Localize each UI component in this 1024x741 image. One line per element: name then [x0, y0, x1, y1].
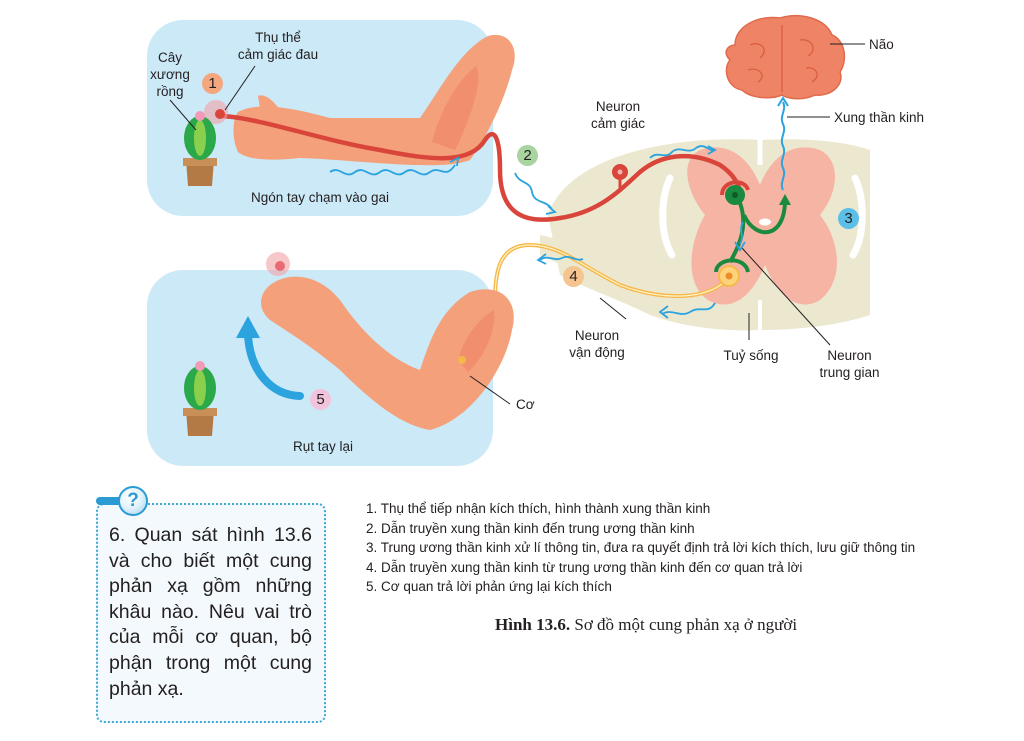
figure-caption: Hình 13.6. Sơ đồ một cung phản xạ ở ngườ… — [495, 615, 797, 635]
interneuron — [714, 185, 791, 273]
label-sensory-neuron-line2: cảm giác — [590, 116, 646, 131]
question-mark-icon: ? — [118, 486, 148, 516]
label-touch-caption: Ngón tay chạm vào gai — [250, 190, 390, 205]
figure-caption-number: Hình 13.6. — [495, 615, 571, 634]
cactus-top — [183, 111, 217, 186]
label-motor-neuron-line1: Neuron — [574, 328, 620, 343]
label-sensory-neuron: Neuron cảm giác — [583, 98, 653, 132]
reflex-arc-diagram — [147, 15, 870, 466]
label-cactus-line1: Cây — [157, 50, 182, 65]
label-brain: Não — [869, 37, 894, 52]
step-item: 4. Dẫn truyền xung thần kinh từ trung ươ… — [366, 559, 803, 575]
question-icon-handle — [96, 497, 122, 505]
figure-caption-text: Sơ đồ một cung phản xạ ở người — [570, 615, 798, 634]
question-box — [96, 503, 326, 723]
cactus-pointer — [169, 99, 197, 131]
label-spinal-cord: Tuỷ sống — [723, 348, 779, 363]
brain — [725, 15, 846, 100]
step-badge-1: 1 — [202, 73, 223, 94]
label-muscle: Cơ — [516, 397, 535, 412]
impulse-to-brain — [780, 101, 786, 191]
label-nerve-impulse: Xung thần kinh — [834, 110, 925, 125]
label-interneuron: Neuron trung gian — [812, 347, 887, 381]
question-text: 6. Quan sát hình 13.6 và cho biết một cu… — [109, 524, 312, 700]
steps-list: 1. Thụ thể tiếp nhận kích thích, hình th… — [366, 499, 915, 597]
spinal-cord — [540, 139, 870, 331]
label-pain-receptor-line1: Thụ thể — [255, 30, 301, 45]
label-pain-receptor-line2: cảm giác đau — [237, 47, 319, 62]
label-interneuron-line1: Neuron — [827, 348, 872, 363]
step-item: 1. Thụ thể tiếp nhận kích thích, hình th… — [366, 501, 711, 516]
arm-withdrawing — [261, 276, 514, 430]
impulse-waves — [329, 145, 746, 319]
label-cactus-line3: rồng — [156, 84, 184, 99]
interneuron-pointer — [741, 247, 831, 346]
step-item: 3. Trung ương thần kinh xử lí thông tin,… — [366, 540, 916, 556]
step-item: 2. Dẫn truyền xung thần kinh đến trung ư… — [366, 520, 695, 536]
step-badge-4: 4 — [563, 266, 584, 287]
muscle-pointer — [469, 375, 511, 405]
label-withdraw-caption: Rụt tay lại — [292, 439, 354, 454]
sensory-nerve — [219, 113, 743, 222]
label-sensory-neuron-line1: Neuron — [595, 99, 641, 114]
receptor-pointer — [224, 65, 256, 111]
label-cactus-line2: xương — [150, 67, 190, 82]
label-interneuron-line2: trung gian — [819, 365, 880, 380]
label-motor-neuron-line2: vận động — [569, 345, 625, 360]
step-badge-5: 5 — [310, 389, 331, 410]
label-motor-neuron: Neuron vận động — [562, 327, 632, 361]
step-badge-3: 3 — [838, 208, 859, 229]
label-cactus: Cây xương rồng — [150, 49, 190, 100]
cactus-bottom — [183, 361, 217, 436]
withdraw-arrow — [244, 331, 304, 400]
motor-pointer — [599, 297, 627, 320]
label-pain-receptor: Thụ thể cảm giác đau — [228, 29, 328, 63]
step-badge-2: 2 — [517, 145, 538, 166]
muscle-attach — [458, 356, 466, 364]
step-item: 5. Cơ quan trả lời phản ứng lại kích thí… — [366, 579, 612, 595]
